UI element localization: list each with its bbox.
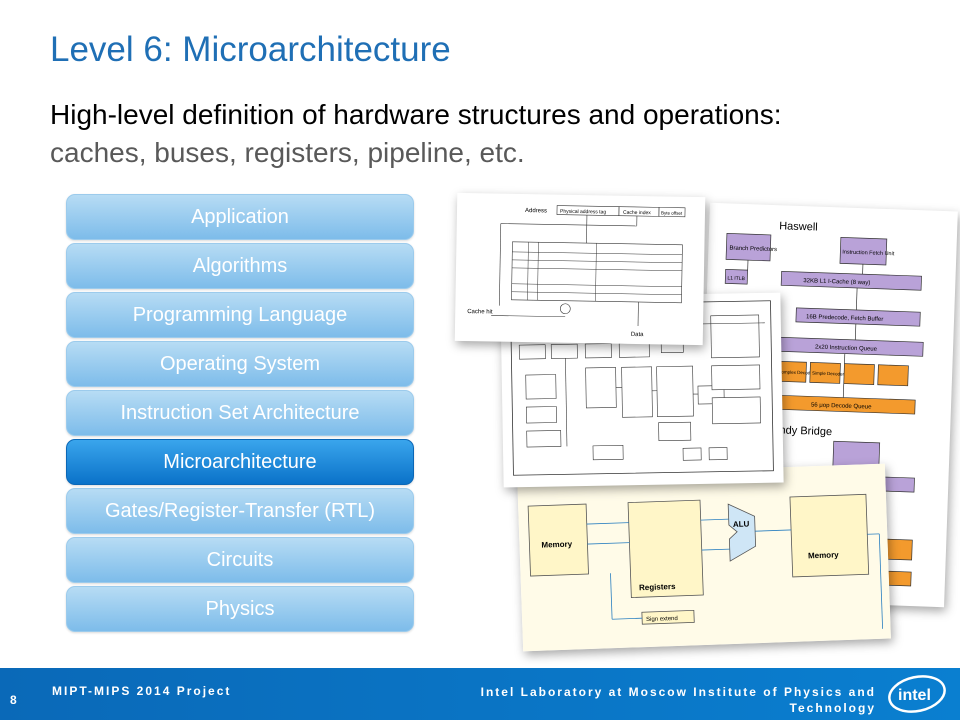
instruction-memory-box xyxy=(527,503,589,577)
uop-queue-label: 56 μop Decode Queue xyxy=(811,402,872,410)
layer-physics: Physics xyxy=(66,586,414,632)
slide-subtitle: High-level definition of hardware struct… xyxy=(50,96,930,172)
sign-extend-box xyxy=(641,609,695,625)
branch-predictor-box xyxy=(725,233,772,262)
offset-field-box xyxy=(658,207,686,218)
subtitle-lead: High-level definition of hardware struct… xyxy=(50,99,782,130)
cache-table-box xyxy=(511,241,683,304)
tag-field-label: Physical address tag xyxy=(560,209,606,216)
page-number: 8 xyxy=(10,693,17,707)
data-memory-box xyxy=(789,493,870,578)
layer-microarchitecture: Microarchitecture xyxy=(66,439,414,485)
sign-extend-label: Sign extend xyxy=(646,616,678,623)
tag-compare-circle xyxy=(560,303,571,315)
icache-box xyxy=(780,270,922,291)
microarchitecture-diagram-collage: Haswell Branch Predictors Instruction Fe… xyxy=(440,185,960,655)
layer-isa: Instruction Set Architecture xyxy=(66,390,414,436)
instruction-memory-label: Memory xyxy=(541,540,573,550)
complex-decoder-label: Complex Decoder xyxy=(778,369,815,375)
datapath-diagram: Memory Registers ALU Memory Sign extend xyxy=(517,463,891,652)
intel-logo-text: intel xyxy=(898,687,931,704)
predecode-box xyxy=(795,307,921,327)
layer-operating-system: Operating System xyxy=(66,341,414,387)
simple-decoder-box-3 xyxy=(877,364,909,387)
cache-diagram: Address Physical address tag Cache index… xyxy=(454,192,706,346)
icache-label: 32KB L1 I-Cache (8 way) xyxy=(803,278,870,286)
data-memory-label: Memory xyxy=(808,550,840,560)
layer-algorithms: Algorithms xyxy=(66,243,414,289)
simple-decoder-box xyxy=(809,362,841,384)
cache-diagram-svg: Address Physical address tag Cache index… xyxy=(467,205,686,338)
layer-programming-language: Programming Language xyxy=(66,292,414,338)
datapath-svg: Memory Registers ALU Memory Sign extend xyxy=(517,463,891,652)
index-field-label: Cache index xyxy=(623,210,651,216)
intel-logo-icon: intel xyxy=(888,675,946,713)
offset-field-label: Byte offset xyxy=(661,210,683,215)
simple-decoder-label: Simple Decoder xyxy=(812,370,845,376)
slide-title: Level 6: Microarchitecture xyxy=(50,30,451,69)
branch-predictor-label: Branch Predictors xyxy=(729,246,777,254)
footer-lab-label: Intel Laboratory at Moscow Institute of … xyxy=(480,685,876,715)
layer-application: Application xyxy=(66,194,414,240)
address-label: Address xyxy=(525,208,547,214)
simple-decoder-box-2 xyxy=(843,363,875,385)
layer-rtl: Gates/Register-Transfer (RTL) xyxy=(66,488,414,534)
instruction-queue-label: 2x20 Instruction Queue xyxy=(815,345,878,353)
itlb-label: L1 ITLB xyxy=(727,275,745,282)
processor-block-svg xyxy=(510,300,774,476)
footer-bar: 8 MIPT-MIPS 2014 Project Intel Laborator… xyxy=(0,668,960,720)
alu-shape xyxy=(727,503,757,562)
alu-label: ALU xyxy=(733,519,750,529)
register-file-box xyxy=(627,499,704,598)
layer-circuits: Circuits xyxy=(66,537,414,583)
predecode-label: 16B Predecode, Fetch Buffer xyxy=(806,314,883,323)
subtitle-rest: caches, buses, registers, pipeline, etc. xyxy=(50,137,525,168)
cache-hit-label: Cache hit xyxy=(467,309,493,315)
haswell-title: Haswell xyxy=(779,220,818,233)
itlb-box xyxy=(724,269,749,285)
register-file-label: Registers xyxy=(639,582,676,592)
processor-block-diagram xyxy=(500,292,784,488)
footer-project-label: MIPT-MIPS 2014 Project xyxy=(52,684,232,698)
data-out-label: Data xyxy=(631,332,644,338)
fetch-unit-label: Instruction Fetch Unit xyxy=(842,249,895,257)
